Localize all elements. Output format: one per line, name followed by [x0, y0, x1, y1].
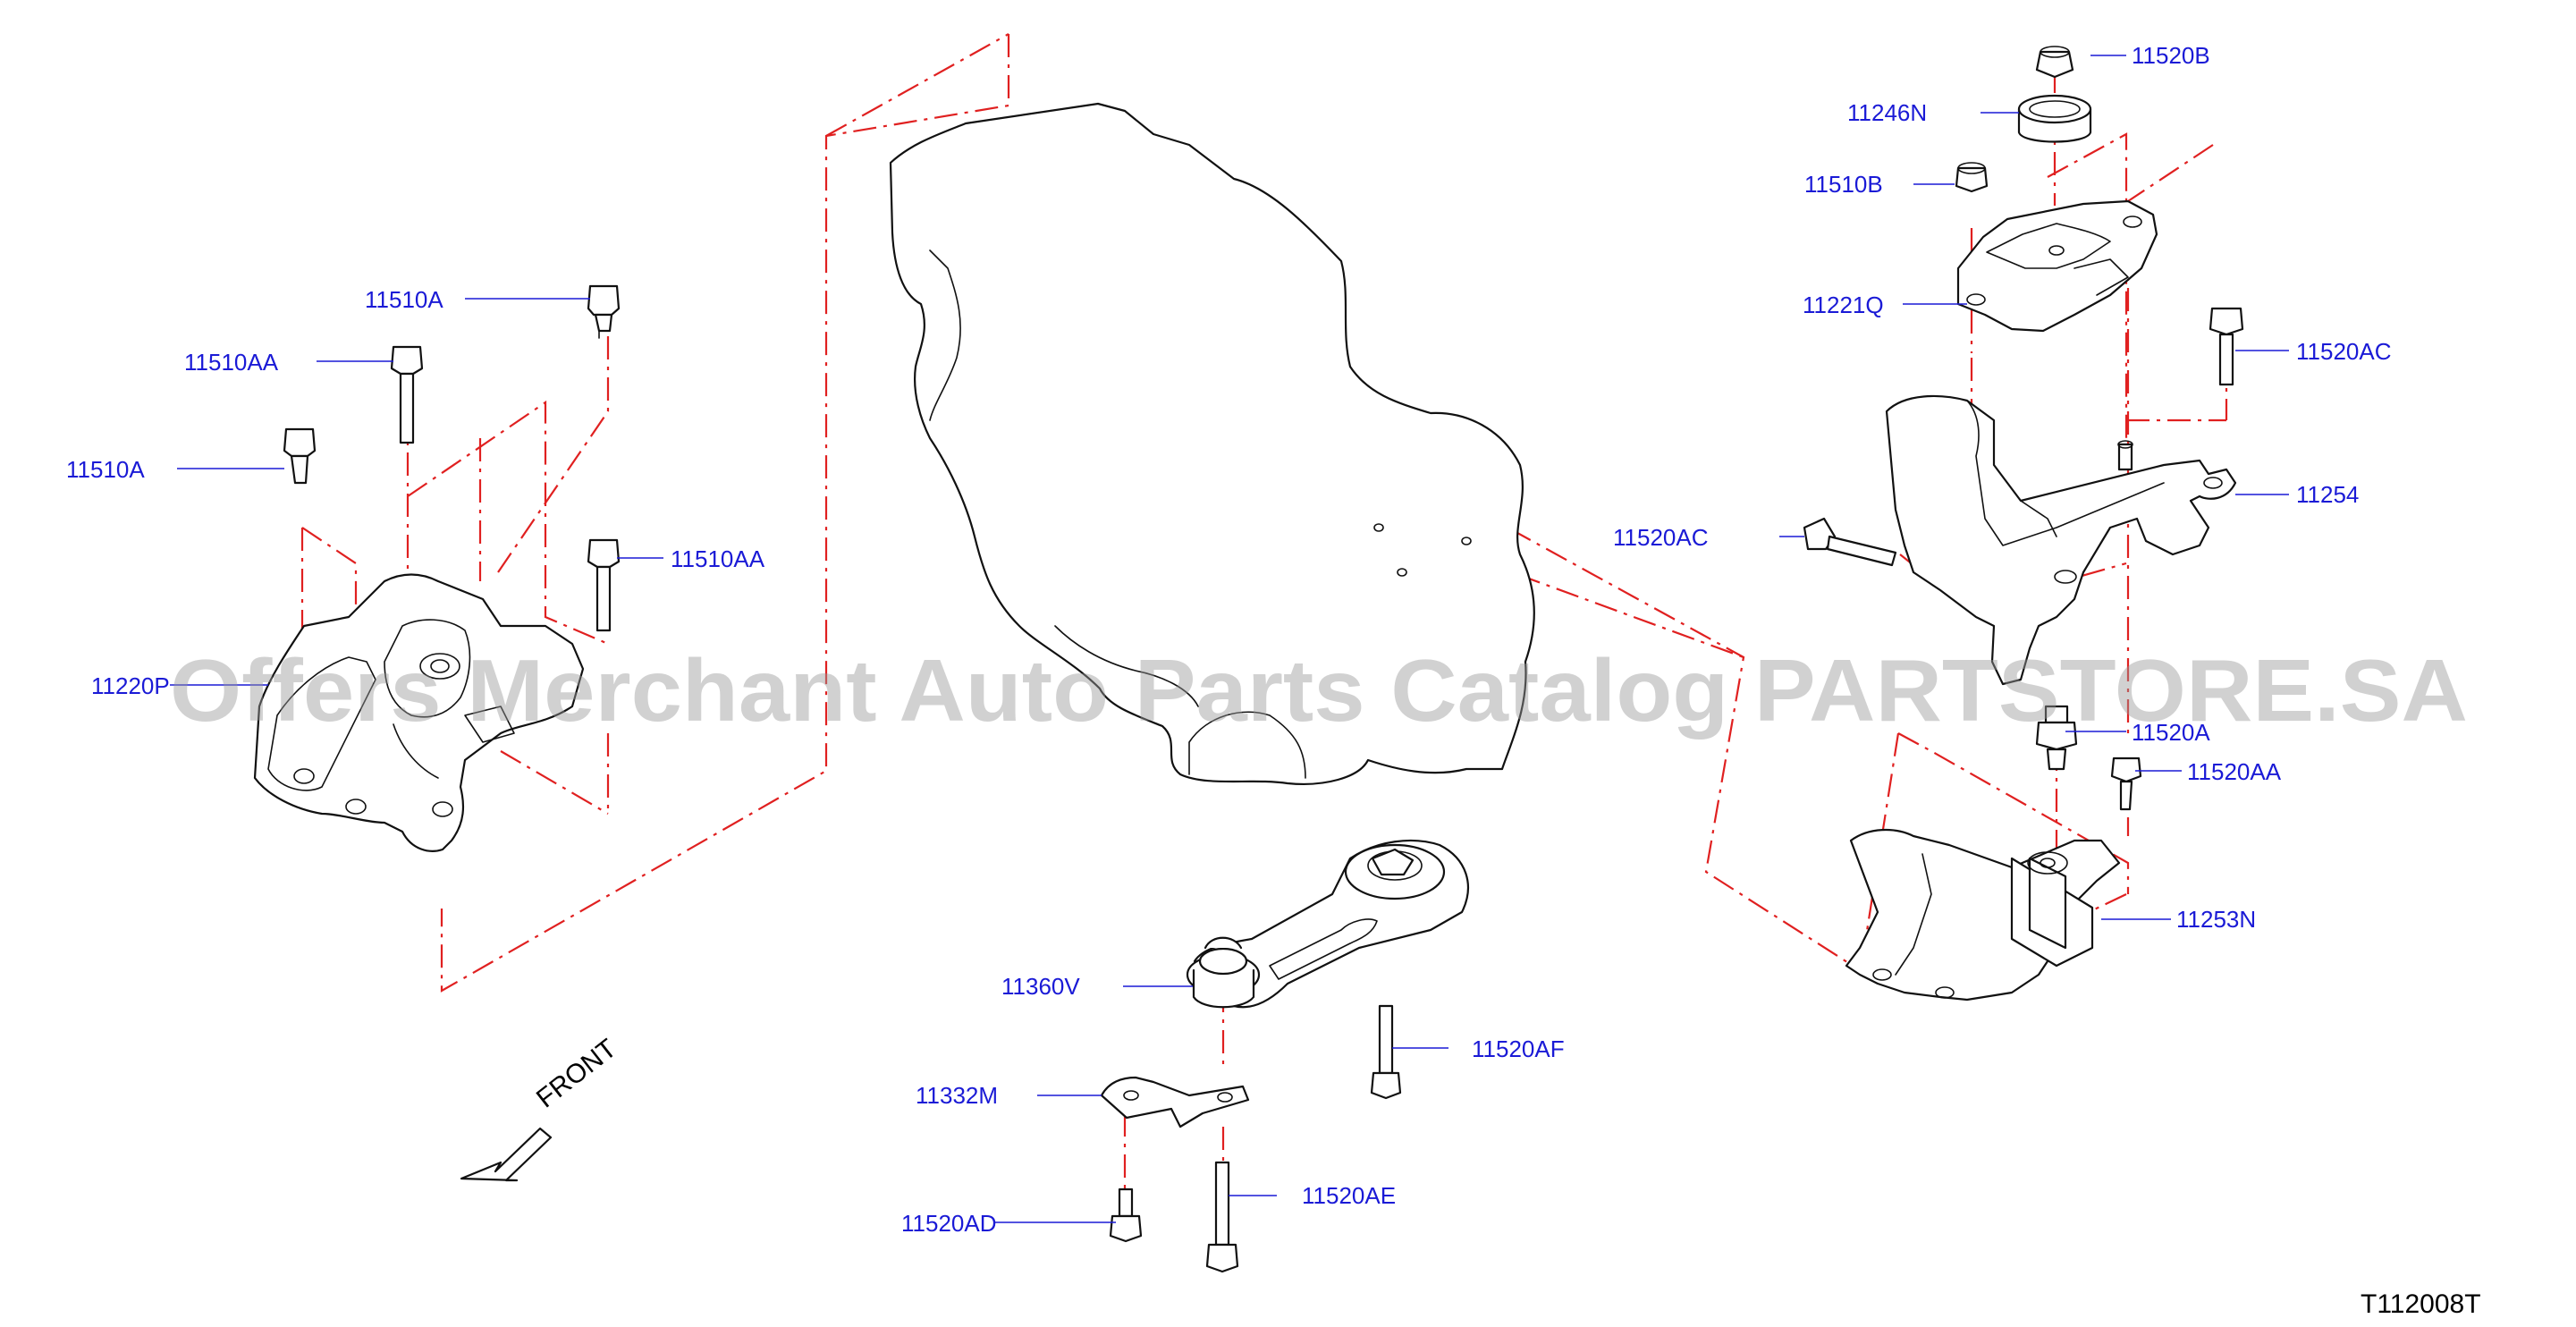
bracket-11254 — [1885, 394, 2237, 686]
bolt-11520AC-top — [2209, 307, 2244, 386]
front-arrow-icon — [460, 1127, 553, 1182]
bolt-11510AA-top — [390, 345, 424, 444]
bolt-11520AA — [2110, 756, 2142, 811]
label-11510AA-top: 11510AA — [184, 349, 279, 376]
bolt-11520AC-left — [1803, 517, 1897, 567]
label-11246N: 11246N — [1847, 99, 1927, 126]
part-labels: 11520B 11246N 11510B 11221Q 11520AC 1125… — [66, 42, 2392, 1237]
label-11221Q: 11221Q — [1803, 292, 1884, 318]
bracket-11332M — [1100, 1076, 1250, 1128]
label-11254: 11254 — [2296, 481, 2359, 508]
label-11510A-left: 11510A — [66, 456, 145, 483]
bolt-11510A-top — [587, 284, 621, 339]
label-11520AD: 11520AD — [901, 1210, 997, 1237]
label-11520B: 11520B — [2132, 42, 2210, 69]
label-11332M: 11332M — [916, 1082, 998, 1109]
bolt-11520AD — [1109, 1188, 1143, 1243]
label-11520A: 11520A — [2132, 719, 2210, 746]
bolt-11520AF — [1370, 1004, 1402, 1100]
nut-11520B — [2035, 46, 2074, 79]
label-11253N: 11253N — [2176, 906, 2256, 933]
front-label: FRONT — [531, 1034, 622, 1114]
diagram-code: T112008T — [2361, 1289, 2481, 1319]
bracket-11253N — [1845, 828, 2121, 1002]
label-11520AC-left: 11520AC — [1613, 524, 1709, 551]
bolt-11520AE — [1205, 1161, 1239, 1273]
label-11520AE: 11520AE — [1302, 1182, 1396, 1209]
bolt-11510AA-right — [587, 538, 621, 632]
bolt-11520A — [2035, 705, 2078, 771]
insulator-11221Q — [1956, 199, 2158, 333]
left-engine-mount — [253, 573, 585, 852]
nut-11510B — [1955, 162, 1989, 193]
bolt-11510A-left — [283, 427, 317, 485]
leader-lines — [170, 55, 2289, 1223]
label-11510AA-right: 11510AA — [671, 545, 765, 572]
label-11520AA: 11520AA — [2187, 758, 2282, 785]
engine-block — [889, 102, 1535, 785]
label-11520AF: 11520AF — [1472, 1035, 1565, 1062]
torque-rod — [1186, 839, 1469, 1009]
label-11360V: 11360V — [1001, 973, 1080, 1000]
label-11520AC-top: 11520AC — [2296, 338, 2392, 365]
cap-11246N — [2017, 94, 2092, 143]
watermark: Offers Merchant Auto Parts Catalog PARTS… — [170, 641, 2468, 740]
label-11510A-top: 11510A — [365, 286, 443, 313]
label-11220P: 11220P — [91, 672, 170, 699]
label-11510B: 11510B — [1804, 171, 1883, 198]
